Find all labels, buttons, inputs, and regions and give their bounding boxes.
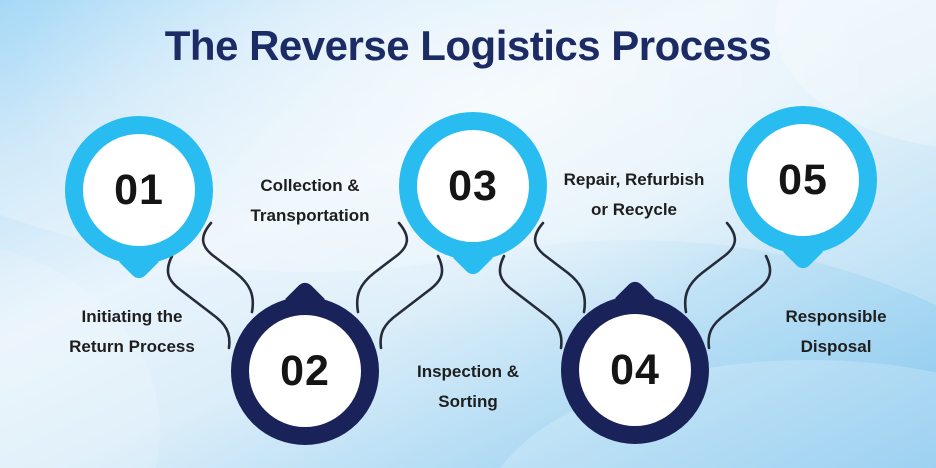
step-ring: 01: [65, 116, 213, 264]
step-number: 02: [280, 346, 330, 395]
step-label-initiating-return: Initiating the Return Process: [27, 302, 237, 362]
step-circle-05: 05: [729, 106, 877, 272]
label-line: Repair, Refurbish: [563, 170, 705, 189]
step-circle-04: 04: [561, 278, 709, 444]
label-line: Collection &: [260, 176, 360, 195]
step-number: 05: [778, 155, 828, 204]
step-ring: 05: [729, 106, 877, 254]
step-ring: 03: [399, 112, 547, 260]
step-circle-02: 02: [231, 279, 379, 445]
step-label-repair-refurbish-recycle: Repair, Refurbish or Recycle: [529, 165, 739, 225]
step-ring: 04: [561, 296, 709, 444]
label-line: Return Process: [69, 337, 195, 356]
label-line: Responsible: [785, 307, 887, 326]
step-number: 01: [114, 165, 164, 214]
step-number: 04: [610, 345, 660, 394]
label-line: Transportation: [250, 206, 370, 225]
label-line: Initiating the: [81, 307, 183, 326]
step-circle-03: 03: [399, 112, 547, 278]
label-line: Sorting: [438, 392, 498, 411]
label-line: or Recycle: [591, 200, 677, 219]
step-ring: 02: [231, 297, 379, 445]
page-title: The Reverse Logistics Process: [164, 22, 772, 69]
step-label-collection-transportation: Collection & Transportation: [205, 171, 415, 231]
step-label-responsible-disposal: Responsible Disposal: [731, 302, 936, 362]
step-circle-01: 01: [65, 116, 213, 282]
label-line: Disposal: [800, 337, 872, 356]
label-line: Inspection &: [416, 362, 519, 381]
step-label-inspection-sorting: Inspection & Sorting: [363, 357, 573, 417]
step-number: 03: [448, 161, 498, 210]
